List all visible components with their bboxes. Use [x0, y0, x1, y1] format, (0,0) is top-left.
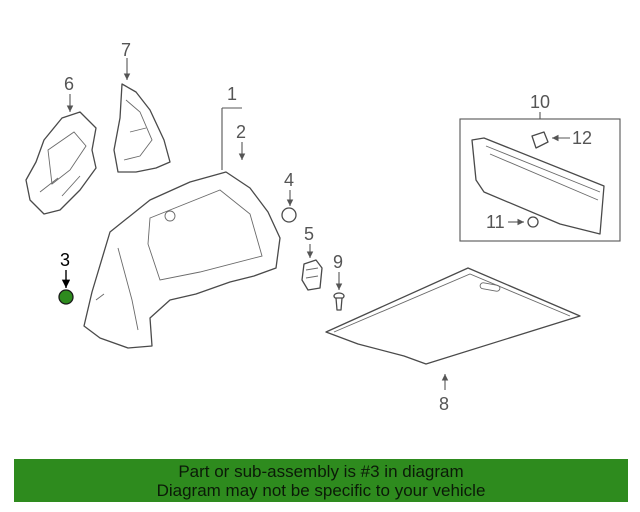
- callout-6: 6: [64, 74, 74, 94]
- part-9-screw: [333, 292, 345, 311]
- callout-9: 9: [333, 252, 343, 272]
- callout-7: 7: [121, 40, 131, 60]
- part-5-retainer: [301, 259, 323, 291]
- part-8-floor-panel: [325, 267, 581, 365]
- banner-line-1: Part or sub-assembly is #3 in diagram: [178, 462, 464, 481]
- part-1-trunk-side-trim: [83, 171, 281, 349]
- part-7-panel: [113, 83, 171, 173]
- part-6-bracket: [25, 111, 97, 215]
- banner-line-2: Diagram may not be specific to your vehi…: [156, 481, 486, 500]
- callout-1: 1: [227, 84, 237, 104]
- part-4-clip: [281, 207, 297, 223]
- info-banner: Part or sub-assembly is #3 in diagram Di…: [14, 459, 628, 502]
- callout-3: 3: [60, 250, 70, 270]
- callout-12: 12: [572, 128, 592, 148]
- parts-diagram: 7 6 1 2 4 5 9 8 10 12 11 3: [25, 40, 621, 414]
- callout-8: 8: [439, 394, 449, 414]
- leader-1: [221, 107, 242, 170]
- part-10-inset-box: [459, 118, 621, 242]
- callout-4: 4: [284, 170, 294, 190]
- callout-2: 2: [236, 122, 246, 142]
- callout-11: 11: [486, 212, 505, 232]
- part-3-highlighted[interactable]: [58, 289, 74, 305]
- callout-5: 5: [304, 224, 314, 244]
- callout-10: 10: [530, 92, 550, 112]
